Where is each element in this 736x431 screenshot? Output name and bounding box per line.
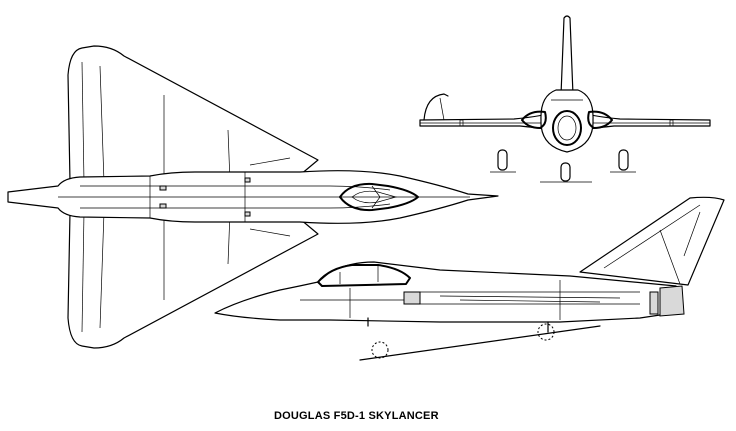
side-wheel-main xyxy=(537,323,555,341)
side-view xyxy=(214,196,725,361)
side-fin xyxy=(579,196,725,286)
side-exhaust xyxy=(659,285,685,317)
front-gear-left xyxy=(497,149,508,171)
plan-canopy xyxy=(339,182,419,212)
side-canopy xyxy=(317,264,411,287)
front-gear-right xyxy=(618,149,629,171)
drawing-caption: DOUGLAS F5D-1 SKYLANCER xyxy=(274,410,439,422)
plan-upper-wing xyxy=(67,45,319,183)
plan-view xyxy=(7,45,499,349)
front-fin xyxy=(560,15,574,96)
side-wheel-nose xyxy=(371,341,389,359)
ground-line xyxy=(359,325,601,361)
front-view xyxy=(419,15,711,183)
front-gear-nose xyxy=(560,162,571,182)
front-fuselage xyxy=(540,89,594,153)
plan-lower-wing xyxy=(67,211,319,349)
